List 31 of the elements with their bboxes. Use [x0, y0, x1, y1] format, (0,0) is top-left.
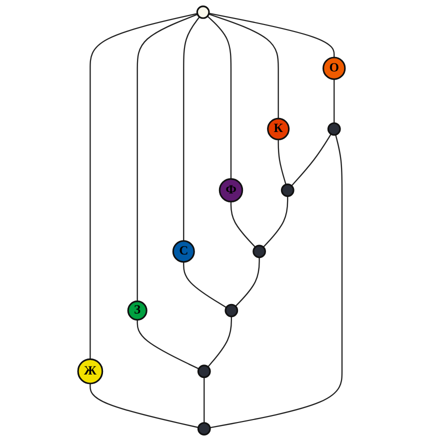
connector	[204, 377, 205, 423]
connector	[210, 134, 343, 428]
connector	[235, 257, 260, 307]
node-circle: К	[267, 118, 290, 140]
node-circle	[197, 422, 211, 436]
connector	[207, 16, 232, 179]
connector	[183, 16, 200, 241]
connector	[90, 12, 198, 360]
node-circle	[327, 122, 341, 136]
node-circle: С	[172, 240, 195, 263]
connector	[136, 14, 198, 302]
connector	[183, 262, 227, 308]
connector	[208, 14, 279, 119]
connector	[278, 140, 286, 185]
connector	[208, 12, 335, 58]
node-circle: Ж	[77, 358, 104, 384]
node-circle	[252, 244, 266, 258]
connector	[208, 316, 232, 368]
node-circle	[196, 6, 210, 19]
node-circle: З	[127, 300, 148, 321]
node-circle: Ф	[218, 178, 244, 202]
node-circle	[280, 184, 294, 197]
node-circle	[197, 364, 211, 378]
connector	[90, 383, 198, 428]
node-circle: О	[322, 56, 346, 80]
connector	[334, 79, 335, 124]
connector	[136, 320, 200, 370]
connector	[262, 196, 288, 248]
connector	[230, 202, 256, 248]
node-circle	[224, 304, 238, 318]
connector	[291, 134, 332, 186]
